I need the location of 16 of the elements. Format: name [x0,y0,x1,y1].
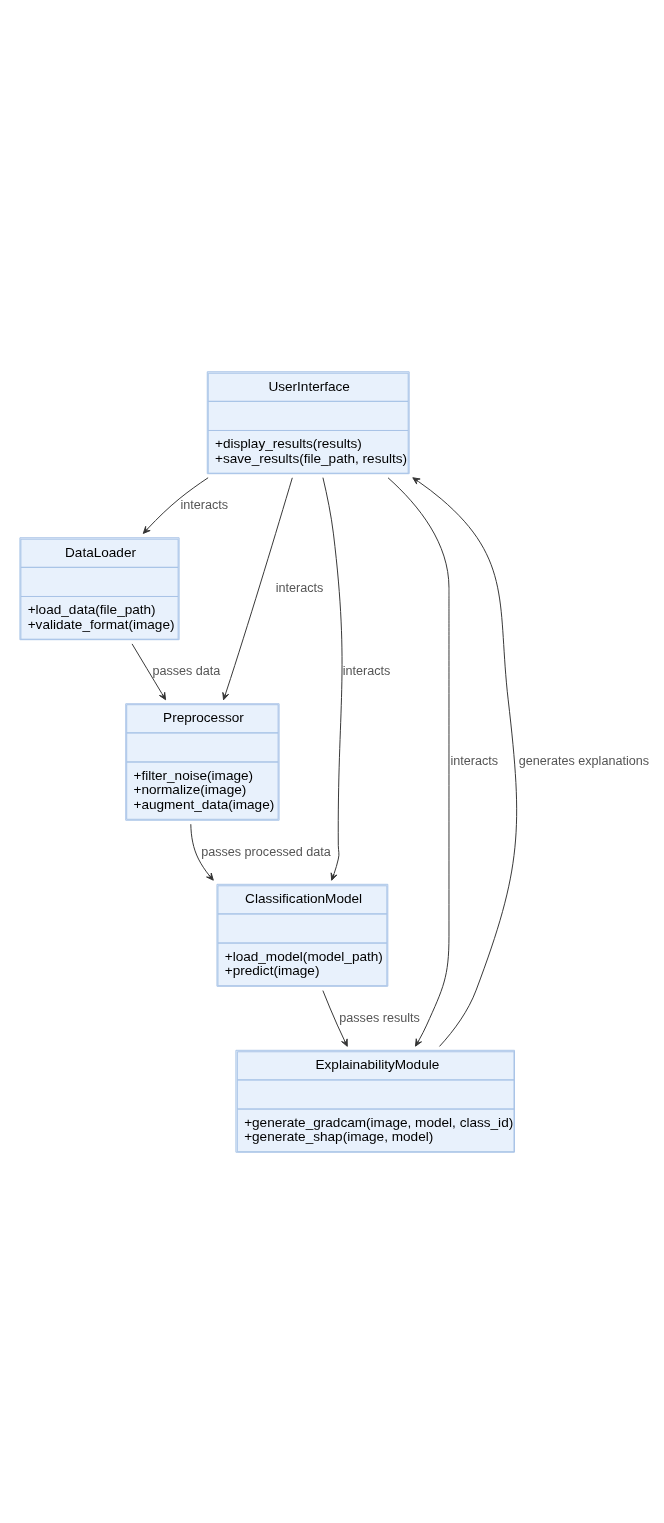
edge-label: generates explanations [518,753,650,768]
arrow [322,476,343,881]
arrow [412,476,518,1047]
edge-label: interacts [342,663,391,678]
arrow [222,476,293,700]
edge-label: interacts [450,753,499,768]
edge-label: passes data [152,663,221,678]
arrow [142,476,209,534]
edge-label: interacts [180,497,229,512]
edge-label: passes processed data [201,844,331,859]
arrow [190,823,214,881]
arrow [322,989,348,1047]
arrow [387,476,450,1047]
edge-label: passes results [339,1010,420,1025]
arrow [131,642,167,700]
edge-label: interacts [275,580,324,595]
